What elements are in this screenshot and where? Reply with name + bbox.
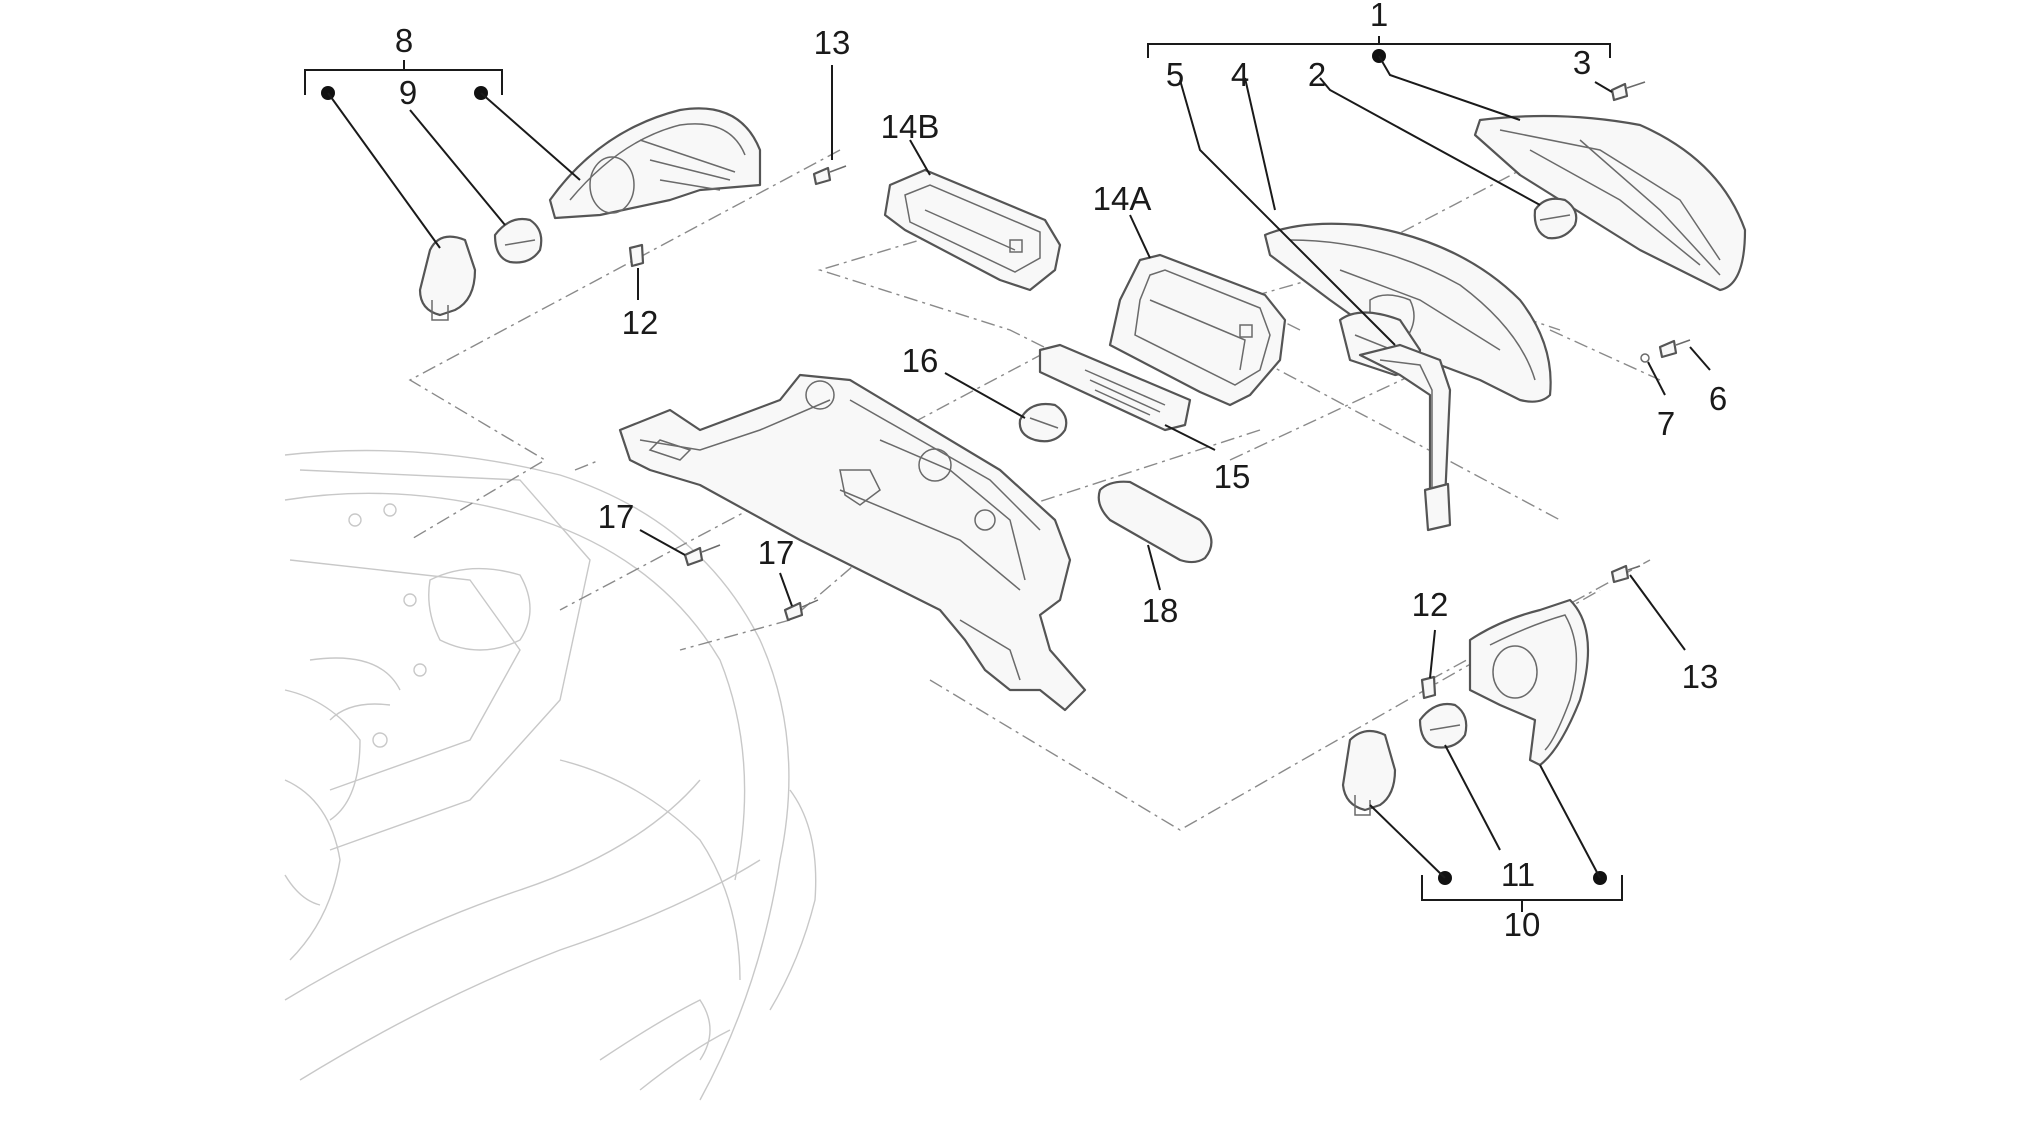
callout-9: 9 <box>399 74 417 111</box>
leader-lines <box>327 55 1711 879</box>
bracket-10 <box>1421 875 1623 912</box>
callout-14a: 14A <box>1093 180 1152 217</box>
callout-7: 7 <box>1657 405 1675 442</box>
callout-5: 5 <box>1166 56 1184 93</box>
callout-17-right: 17 <box>758 534 795 571</box>
callout-2: 2 <box>1308 56 1326 93</box>
bracket-8 <box>304 60 503 95</box>
scooter-rear-body-outline <box>284 449 817 1101</box>
callout-12-right: 12 <box>1412 586 1449 623</box>
callout-10: 10 <box>1504 906 1541 943</box>
callout-15: 15 <box>1214 458 1251 495</box>
callout-4: 4 <box>1231 56 1249 93</box>
callout-17-left: 17 <box>598 498 635 535</box>
part-18-reflector <box>1097 480 1213 564</box>
callout-6: 6 <box>1709 380 1727 417</box>
callout-1: 1 <box>1370 0 1388 33</box>
license-plate-holder <box>618 373 1087 712</box>
callout-13-left: 13 <box>814 24 851 61</box>
left-turn-signal-assembly <box>418 107 847 321</box>
part-15-lens-strip <box>1038 343 1192 432</box>
callout-14b: 14B <box>881 108 940 145</box>
part-14a-plate-light-housing <box>1108 253 1287 407</box>
callout-brackets <box>304 36 1623 912</box>
part-17-screws <box>683 544 819 622</box>
callout-13-right: 13 <box>1682 658 1719 695</box>
callout-18: 18 <box>1142 592 1179 629</box>
callout-12-left: 12 <box>622 304 659 341</box>
callout-11: 11 <box>1501 856 1535 893</box>
tail-light-assembly <box>1263 81 1747 532</box>
callout-16: 16 <box>902 342 939 379</box>
callout-labels: 1 2 3 4 5 6 7 8 9 10 11 12 12 13 13 14A … <box>395 0 1727 943</box>
callout-8: 8 <box>395 22 413 59</box>
right-turn-signal-assembly <box>1341 564 1641 816</box>
callout-3: 3 <box>1573 44 1591 81</box>
part-16-bulb <box>1018 402 1068 443</box>
bracket-1 <box>1147 36 1611 58</box>
part-14b-reflector-frame <box>883 168 1062 292</box>
